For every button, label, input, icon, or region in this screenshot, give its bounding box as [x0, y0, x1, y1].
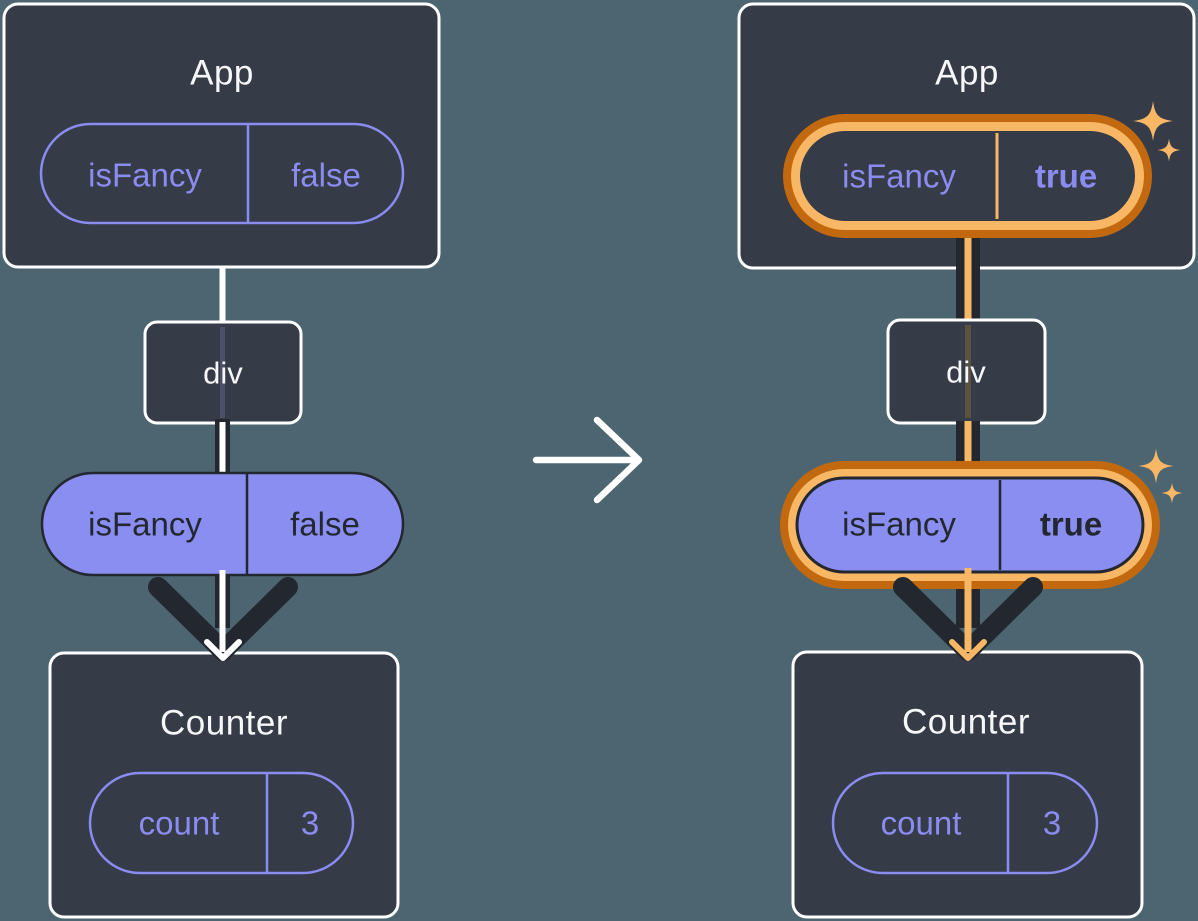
component-title: div	[203, 355, 243, 391]
component-title: div	[946, 354, 986, 390]
state-pill-value: 3	[1042, 804, 1062, 842]
prop-pill-label: isFancy	[842, 505, 956, 543]
prop-pill-value: true	[1039, 505, 1103, 543]
state-pill-value: false	[291, 156, 361, 194]
state-pill-label: count	[138, 804, 220, 842]
arrowhead-icon	[949, 639, 987, 661]
right-arrow-icon	[532, 416, 643, 504]
component-title: App	[190, 53, 254, 93]
state-pill-value: true	[1034, 157, 1098, 195]
state-pill-label: isFancy	[842, 157, 956, 195]
before-counter-state-pill	[88, 771, 355, 875]
component-title: Counter	[901, 702, 1031, 742]
component-title: Counter	[159, 703, 289, 743]
before-app-state-pill	[39, 122, 405, 225]
prop-pill-value: false	[290, 505, 360, 543]
after-app-state-pill	[800, 131, 1135, 221]
state-pill-label: count	[880, 804, 962, 842]
arrowhead-icon	[204, 639, 242, 661]
state-pill-value: 3	[300, 804, 320, 842]
prop-pill-label: isFancy	[88, 505, 202, 543]
component-title: App	[935, 53, 999, 93]
state-pill-label: isFancy	[88, 156, 202, 194]
after-counter-state-pill	[831, 771, 1099, 875]
